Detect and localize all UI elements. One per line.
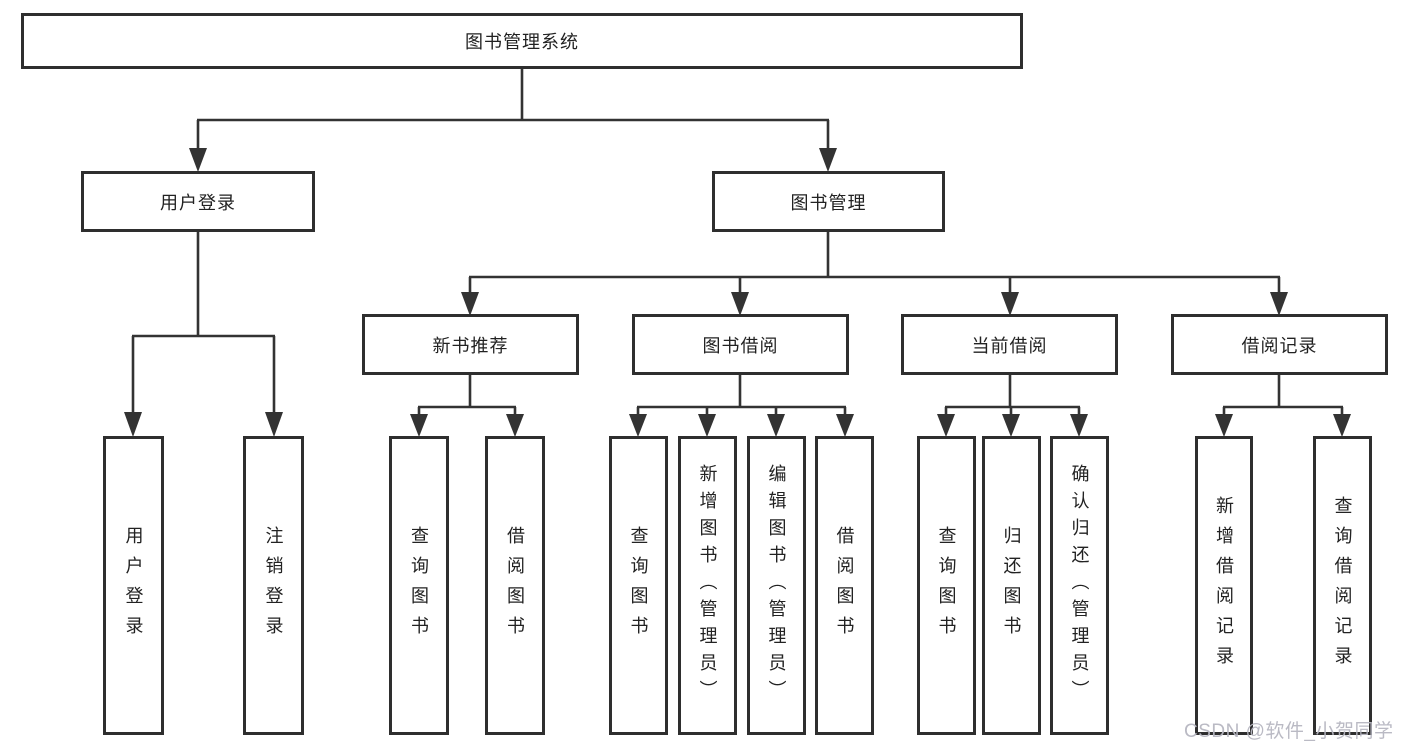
leaf-query-borrow-record: 查询借阅记录 [1313,436,1372,735]
leaf-query-books-3: 查询图书 [917,436,976,735]
node-book-management: 图书管理 [712,171,945,232]
node-label: 注销登录 [263,525,284,646]
leaf-query-books-2: 查询图书 [609,436,668,735]
node-label: 图书管理 [790,192,867,213]
leaf-logout: 注销登录 [243,436,304,735]
node-label: 用户登录 [160,192,236,213]
node-label: 借阅图书 [834,525,855,646]
node-label: 归还图书 [1001,525,1022,646]
node-label: 图书借阅 [702,335,779,356]
node-label: 查询借阅记录 [1332,495,1353,676]
node-label: 用户登录 [123,525,144,646]
node-root: 图书管理系统 [21,13,1023,69]
node-label: 借阅图书 [505,525,525,646]
leaf-confirm-return-admin: 确认归还（管理员） [1050,436,1109,735]
leaf-return-books: 归还图书 [982,436,1041,735]
leaf-add-borrow-record: 新增借阅记录 [1195,436,1253,735]
leaf-borrow-books-1: 借阅图书 [485,436,545,735]
leaf-borrow-books-2: 借阅图书 [815,436,874,735]
node-label: 查询图书 [409,525,429,646]
node-label: 新增借阅记录 [1214,495,1234,676]
node-label: 图书管理系统 [465,32,579,52]
watermark: CSDN @软件_小贺同学 [1184,721,1394,742]
node-book-borrow: 图书借阅 [632,314,849,375]
node-user-login: 用户登录 [81,171,315,232]
leaf-user-login: 用户登录 [103,436,164,735]
node-label: 借阅记录 [1241,335,1318,356]
node-current-borrow: 当前借阅 [901,314,1118,375]
node-label: 新增图书（管理员） [697,464,718,707]
node-label: 查询图书 [936,525,957,646]
leaf-edit-book-admin: 编辑图书（管理员） [747,436,806,735]
node-label: 当前借阅 [971,335,1048,356]
node-label: 新书推荐 [432,335,509,356]
node-label: 查询图书 [628,525,649,646]
node-borrow-records: 借阅记录 [1171,314,1388,375]
leaf-add-book-admin: 新增图书（管理员） [678,436,737,735]
leaf-query-books-1: 查询图书 [389,436,449,735]
node-label: 确认归还（管理员） [1069,464,1090,707]
node-new-book-recommend: 新书推荐 [362,314,579,375]
node-label: 编辑图书（管理员） [766,464,787,707]
